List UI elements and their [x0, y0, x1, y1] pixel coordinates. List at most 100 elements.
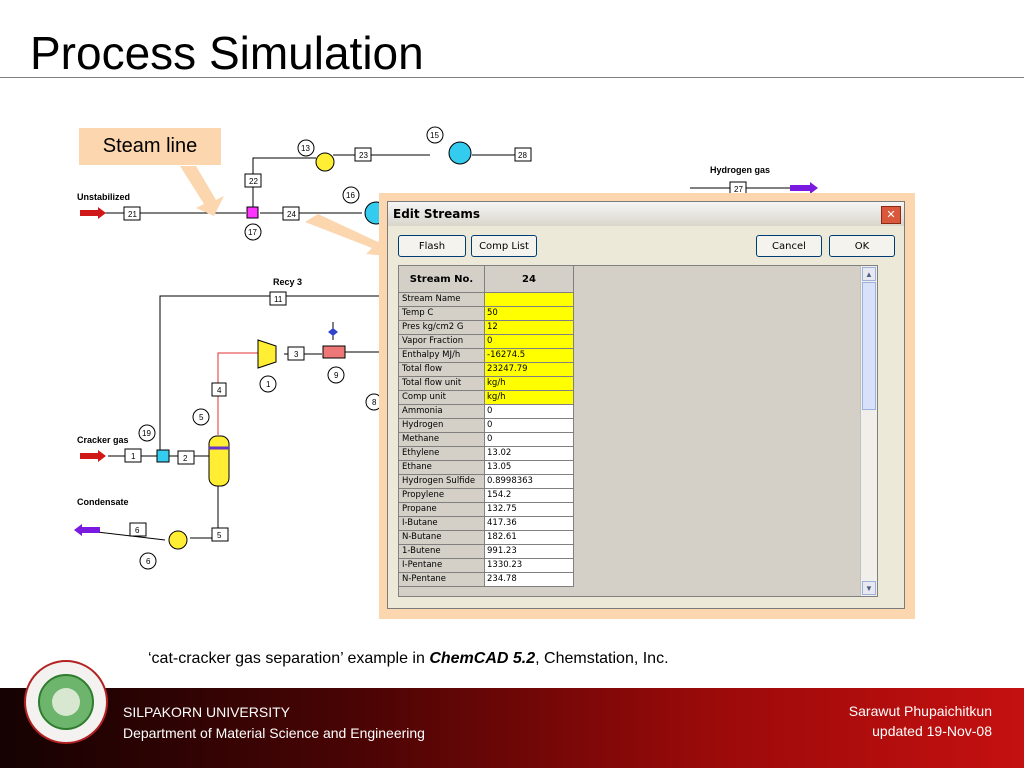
property-value-cell[interactable]: 417.36 — [485, 517, 574, 531]
heat-exchanger-icon — [448, 141, 472, 165]
property-name-cell: Temp C — [399, 307, 485, 321]
table-row: Enthalpy MJ/h-16274.5 — [399, 349, 574, 363]
property-value-cell[interactable]: 991.23 — [485, 545, 574, 559]
property-value-cell[interactable]: 23247.79 — [485, 363, 574, 377]
property-name-cell: Hydrogen — [399, 419, 485, 433]
property-value-cell[interactable]: 0 — [485, 419, 574, 433]
comp-list-button[interactable]: Comp List — [471, 235, 537, 257]
property-value-cell[interactable]: 132.75 — [485, 503, 574, 517]
stream-number-label: 3 — [294, 350, 299, 359]
cooler-icon — [322, 345, 346, 359]
caption-software-name: ChemCAD 5.2 — [429, 650, 536, 667]
unstabilized-feed-arrow-icon — [80, 207, 106, 219]
property-name-cell: N-Pentane — [399, 573, 485, 587]
caption-suffix: , Chemstation, Inc. — [535, 650, 669, 667]
compressor-icon — [257, 339, 277, 369]
property-value-cell[interactable]: 0 — [485, 433, 574, 447]
ok-button[interactable]: OK — [829, 235, 895, 257]
department-name: Department of Material Science and Engin… — [123, 725, 425, 741]
property-name-cell: Pres kg/cm2 G — [399, 321, 485, 335]
property-name-cell: Methane — [399, 433, 485, 447]
stream-number-label: 6 — [135, 526, 140, 535]
unit-number-label: 9 — [334, 371, 339, 380]
property-name-cell: Propane — [399, 503, 485, 517]
property-value-cell[interactable]: 0.8998363 — [485, 475, 574, 489]
property-value-cell[interactable]: 234.78 — [485, 573, 574, 587]
property-name-cell: Ammonia — [399, 405, 485, 419]
condensate-product-arrow-icon — [74, 524, 100, 536]
stream-number-label: 28 — [518, 151, 527, 160]
stream-number-label: 5 — [217, 531, 222, 540]
vertical-scrollbar[interactable]: ▲ ▼ — [860, 266, 877, 596]
property-value-cell[interactable]: 13.05 — [485, 461, 574, 475]
updated-date: updated 19-Nov-08 — [872, 723, 992, 739]
slide-caption: ‘cat-cracker gas separation’ example in … — [148, 650, 669, 668]
edit-streams-dialog: Edit Streams ✕ Flash Comp List Cancel OK… — [387, 201, 905, 609]
flash-button[interactable]: Flash — [398, 235, 466, 257]
property-value-cell[interactable]: 13.02 — [485, 447, 574, 461]
stream-number-label: 2 — [183, 454, 188, 463]
property-value-cell[interactable]: 154.2 — [485, 489, 574, 503]
property-name-cell: Enthalpy MJ/h — [399, 349, 485, 363]
stream-number-label: 22 — [249, 177, 258, 186]
unit-number-label: 5 — [199, 413, 204, 422]
property-value-cell[interactable] — [485, 293, 574, 307]
cracker-gas-feed-arrow-icon — [80, 450, 106, 462]
close-icon[interactable]: ✕ — [881, 206, 901, 224]
property-name-cell: Comp unit — [399, 391, 485, 405]
unit-number-label: 13 — [301, 144, 310, 153]
stream-number-label: 23 — [359, 151, 368, 160]
hydrogen-product-arrow-icon — [790, 182, 818, 194]
property-value-cell[interactable]: -16274.5 — [485, 349, 574, 363]
dialog-title: Edit Streams — [388, 202, 904, 226]
stream-number-label: 1 — [131, 452, 136, 461]
recy-label: Recy 3 — [273, 277, 302, 287]
property-name-cell: Total flow unit — [399, 377, 485, 391]
property-name-cell: Total flow — [399, 363, 485, 377]
slide-title: Process Simulation — [30, 27, 424, 79]
scroll-down-icon[interactable]: ▼ — [862, 581, 876, 595]
cancel-button[interactable]: Cancel — [756, 235, 822, 257]
unit-number-label: 17 — [248, 228, 257, 237]
university-logo — [24, 660, 108, 744]
university-name: SILPAKORN UNIVERSITY — [123, 704, 291, 720]
property-name-cell: Stream Name — [399, 293, 485, 307]
condensate-label: Condensate — [77, 497, 129, 507]
footer-bar — [0, 688, 1024, 768]
mixer-icon — [156, 449, 170, 463]
stream-number-label: 24 — [287, 210, 296, 219]
property-name-cell: Ethylene — [399, 447, 485, 461]
property-name-cell: N-Butane — [399, 531, 485, 545]
unit-number-label: 8 — [372, 398, 377, 407]
hydrogen-gas-label: Hydrogen gas — [710, 165, 770, 175]
property-value-cell[interactable]: 1330.23 — [485, 559, 574, 573]
pump-icon — [168, 530, 188, 550]
valve-icon — [328, 328, 338, 336]
property-name-cell: 1-Butene — [399, 545, 485, 559]
steam-line-callout: Steam line — [79, 128, 221, 165]
pump-icon — [315, 152, 335, 172]
scroll-thumb[interactable] — [862, 282, 876, 410]
property-name-cell: Vapor Fraction — [399, 335, 485, 349]
property-value-cell[interactable]: 182.61 — [485, 531, 574, 545]
property-value-cell[interactable]: kg/h — [485, 391, 574, 405]
property-value-cell[interactable]: 50 — [485, 307, 574, 321]
property-value-cell[interactable]: 0 — [485, 335, 574, 349]
property-value-cell[interactable]: 0 — [485, 405, 574, 419]
table-row: Stream Name — [399, 293, 574, 307]
scroll-up-icon[interactable]: ▲ — [862, 267, 876, 281]
property-value-cell[interactable]: kg/h — [485, 377, 574, 391]
unit-number-label: 1 — [266, 380, 271, 389]
stream-number-label: 11 — [274, 295, 283, 304]
property-value-cell[interactable]: 12 — [485, 321, 574, 335]
unit-number-label: 6 — [146, 557, 151, 566]
